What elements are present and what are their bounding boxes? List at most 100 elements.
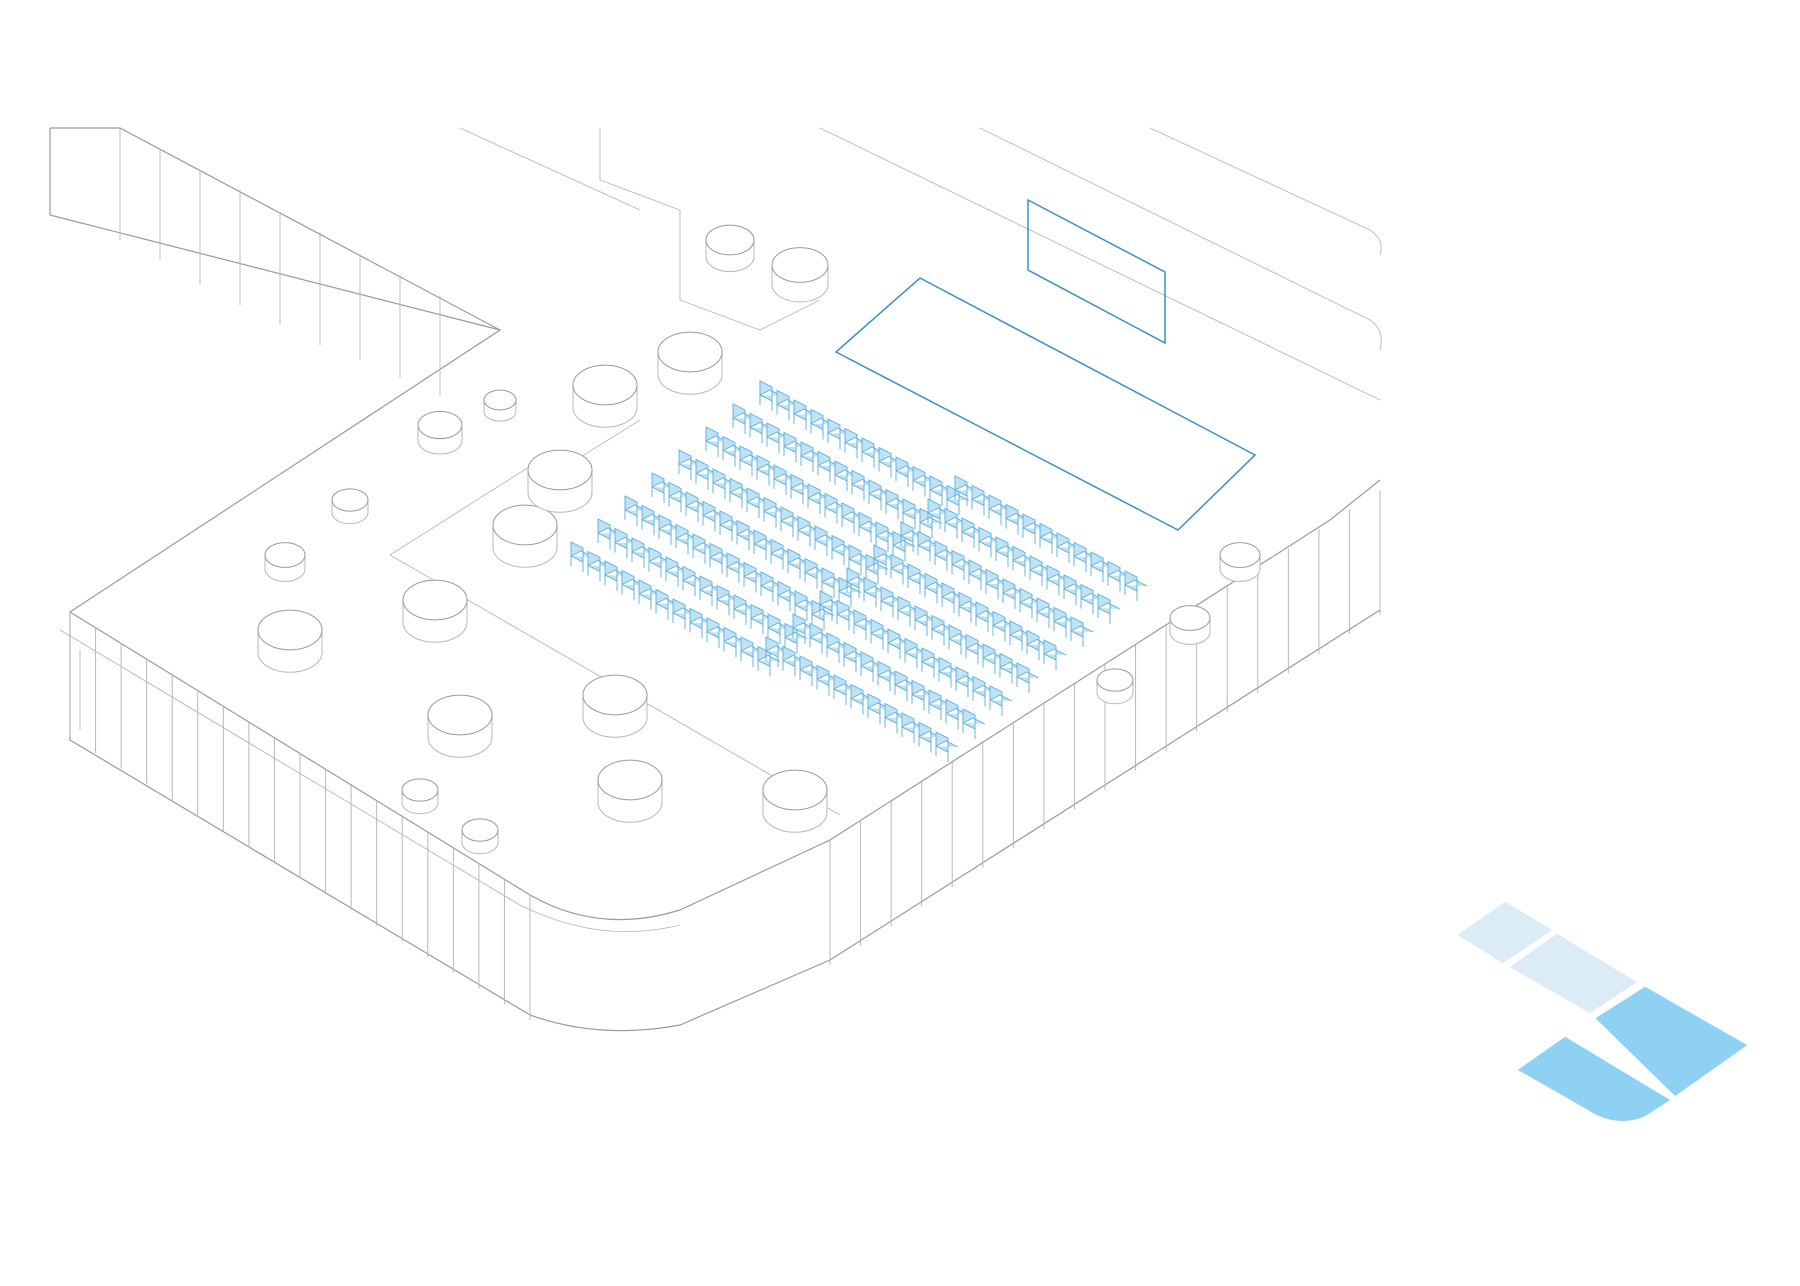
audience-chair [836,599,860,631]
key-zone-a [1452,898,1558,967]
audience-chair [917,530,941,562]
audience-chair [877,660,901,692]
audience-chair [989,685,1013,716]
audience-chair [902,498,926,529]
audience-chair [955,666,979,697]
audience-chair [911,679,935,711]
round-table [417,410,463,440]
audience-chair [870,618,894,650]
audience-chair [861,437,885,468]
audience-chair [614,527,638,559]
audience-chair [1029,555,1053,586]
audience-chair [760,571,784,602]
audience-chair [678,449,702,480]
audience-chair [914,605,938,636]
audience-chair [975,601,999,632]
audience-chair [934,540,958,571]
audience-chair [648,546,672,578]
audience-chair [705,426,729,457]
stage-platform [834,277,1257,531]
audience-chair [827,418,851,449]
audience-chair [1124,570,1148,601]
audience-chair [810,408,834,440]
audience-chair [722,435,746,467]
audience-chair [790,473,814,505]
audience-chair [999,652,1023,684]
audience-chair [750,603,774,635]
audience-chair [929,475,953,506]
projection-screen [1027,198,1166,345]
audience-chair [868,479,892,510]
round-tables [257,224,1261,855]
audience-chair [894,670,918,701]
key-zone-d [1512,1033,1676,1124]
audience-chair [753,529,777,560]
audience-chair [931,614,955,646]
audience-chair [935,731,959,762]
audience-chair [800,441,824,472]
audience-chair [797,515,821,547]
audience-chair [709,542,733,574]
audience-chair [819,590,843,621]
audience-chair [816,664,840,696]
audience-chair [1019,587,1043,619]
audience-chair [1009,620,1033,651]
round-table [1219,542,1261,568]
audience-chair [941,582,965,613]
round-table [402,579,468,621]
audience-chair [988,494,1012,525]
audience-chair [759,380,783,411]
audience-chair [1036,597,1060,628]
audience-chair [749,412,773,444]
audience-chair [843,641,867,673]
audience-chair [770,538,794,570]
audience-chair [1097,593,1121,624]
audience-chair [972,675,996,707]
audience-chair [638,579,662,610]
audience-chair [1070,616,1094,647]
round-table [427,694,493,736]
audience-chair [624,495,648,526]
audience-chair [732,403,756,434]
audience-chair [880,586,904,617]
audience-chair [944,507,968,539]
audience-chair [692,533,716,564]
audience-chair [1107,560,1131,592]
audience-chair [965,633,989,665]
audience-chair [961,517,985,548]
audience-chair [668,481,692,513]
stage-area [834,198,1257,531]
audience-chair [945,698,969,730]
audience-seating [570,380,1148,762]
round-table [582,674,648,716]
audience-chair [804,557,828,589]
audience-chair [765,636,789,667]
audience-chair [665,556,689,587]
audience-chair [831,534,855,566]
round-table [597,759,663,801]
audience-chair [841,502,865,533]
audience-chair [621,569,645,601]
audience-chair [1046,564,1070,596]
audience-chair [743,561,767,593]
audience-chair [904,637,928,669]
round-table [1096,668,1134,692]
round-table [264,542,306,568]
audience-chair [982,643,1006,674]
audience-chair [604,560,628,591]
audience-chair [746,487,770,518]
key-zone-b [1504,930,1643,1017]
round-table [492,504,558,546]
audience-chair [1073,541,1097,573]
audience-chair [927,498,951,529]
audience-chair [655,588,679,620]
audience-chair [821,567,845,598]
audience-chair [867,693,891,724]
round-table [461,818,499,842]
audience-chair [895,456,919,487]
audience-chair [962,708,986,739]
audience-chair [726,552,750,583]
audience-chair [729,477,753,509]
audience-chair [757,645,781,677]
